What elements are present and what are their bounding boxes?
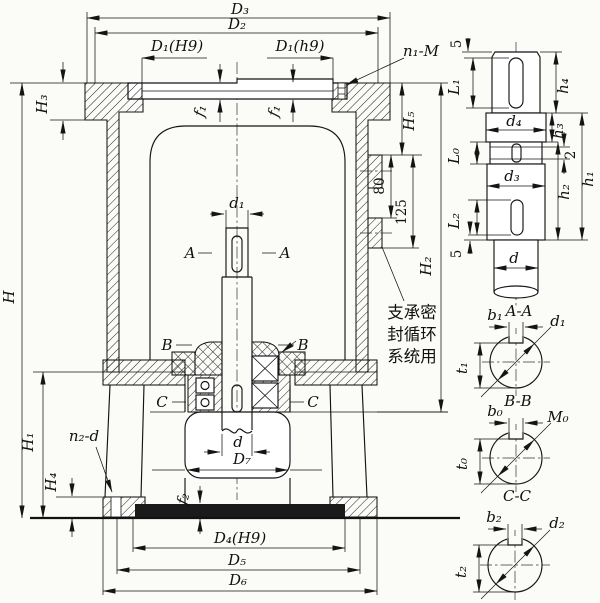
dim-d2: d₂ (549, 514, 565, 532)
shaft-detail-view: 5 L₁ h₄ d₄ h₃ L₀ 2 d₃ (445, 38, 597, 306)
dim-b1: b₁ (487, 306, 503, 324)
dim-D3: D₃ (230, 0, 249, 18)
right-side-dimensions: H₅ 80 125 H₂ 支承密 封循环 系统用 (372, 82, 448, 413)
mid-flange-right (294, 359, 378, 386)
keyway-notch-mask (507, 536, 523, 545)
dim-h1: h₁ (579, 171, 597, 187)
dim-5-bottom: 5 (449, 250, 465, 259)
section-b-right-label: B (296, 336, 308, 354)
section-view-b-b: B-B b₀ M₀ t₀ (453, 392, 569, 494)
note-line-1: 支承密 (387, 303, 437, 322)
dim-D6: D₆ (228, 571, 247, 589)
dim-H3: H₃ (33, 94, 51, 114)
keyway-section-views: A-A b₁ d₁ t₁ B-B (452, 302, 569, 600)
dim-H: H (0, 290, 18, 305)
shaft-seals (195, 377, 215, 411)
dim-80: 80 (372, 177, 388, 194)
foundation-bolt-hole (110, 496, 122, 518)
rolling-bearing (251, 355, 279, 409)
dim-f1-left: f₁ (190, 103, 211, 120)
inner-cavity-outline (149, 125, 346, 360)
dim-5-top: 5 (449, 40, 465, 49)
shaft-lower-keyway (510, 199, 524, 236)
bottom-spigot (135, 504, 345, 517)
right-wall-bosses (360, 154, 392, 249)
cover-bolt-hole (337, 82, 346, 100)
section-c-left-label: C (156, 393, 168, 411)
dim-H5: H₅ (400, 111, 418, 131)
dim-b0: b₀ (487, 402, 503, 420)
dim-L0: L₀ (445, 148, 463, 165)
main-sectional-view: A A B B C C D₃ D₂ D₁(H9) (0, 0, 460, 595)
section-c-right-label: C (307, 393, 319, 411)
dim-D2: D₂ (227, 15, 246, 33)
shaft-top-journal (491, 51, 541, 114)
section-a-left-label: A (183, 244, 196, 262)
dim-d3: d₃ (504, 167, 520, 185)
dim-M0: M₀ (546, 408, 568, 426)
housing-left-wall-section (84, 82, 144, 373)
shaft-top-keyway (508, 57, 524, 109)
dim-D7: D₇ (232, 450, 251, 468)
dim-t2: t₂ (452, 566, 470, 578)
dim-d1-section: d₁ (550, 312, 566, 330)
dim-H1: H₁ (19, 432, 37, 452)
upper-keyway (231, 235, 243, 273)
center-dimensions: d₁ d D₇ f₂ (152, 194, 322, 534)
bottom-dimensions: D₄(H9) D₅ D₆ (102, 518, 378, 595)
dim-b2: b₂ (486, 508, 502, 526)
dim-n2-d: n₂-d (69, 427, 99, 445)
dim-d-main: d (233, 433, 243, 451)
section-view-a-a: A-A b₁ d₁ t₁ (453, 302, 566, 398)
dim-h4: h₄ (554, 78, 572, 94)
dim-D5: D₅ (227, 551, 246, 569)
dim-2: 2 (563, 151, 579, 160)
section-a-a-title: A-A (504, 302, 533, 320)
section-view-c-c: C-C b₂ d₂ t₂ (452, 487, 565, 600)
dim-D4-H9: D₄(H9) (213, 529, 267, 547)
left-dimensions: H H₃ H₁ H₄ n₂-d (0, 62, 113, 537)
shaft-dimensions: 5 L₁ h₄ d₄ h₃ L₀ 2 d₃ (445, 38, 597, 271)
lower-keyway (231, 384, 243, 413)
dim-f1-right: f₁ (264, 103, 285, 120)
dim-L1: L₁ (445, 79, 463, 96)
shaft-break-line (221, 428, 253, 434)
dim-D1-H9: D₁(H9) (150, 37, 204, 55)
dim-t0: t₀ (453, 458, 471, 470)
dim-125: 125 (394, 199, 410, 225)
shaft-end-break (493, 285, 539, 299)
lower-housing (30, 384, 460, 520)
keyway-notch-mask (508, 334, 524, 343)
dim-H2: H₂ (417, 256, 435, 276)
dim-H4: H₄ (42, 472, 60, 492)
section-b-left-label: B (160, 336, 172, 354)
dim-d1-main: d₁ (229, 194, 245, 212)
section-b-b-title: B-B (503, 392, 531, 410)
ring-groove (511, 143, 522, 163)
dim-d-shaft: d (509, 249, 519, 267)
note-line-2: 封循环 (387, 325, 437, 344)
dim-f2: f₂ (173, 491, 194, 508)
note-line-3: 系统用 (387, 347, 437, 366)
dim-h2: h₂ (555, 184, 573, 200)
shaft-groove-segment (489, 141, 543, 165)
dim-D1-h9: D₁(h9) (275, 37, 325, 55)
dim-n1-M: n₁-M (403, 42, 440, 60)
section-a-right-label: A (278, 244, 291, 262)
shaft-journal-d3 (486, 163, 546, 241)
keyway-notch-mask (508, 430, 524, 439)
section-c-c-title: C-C (503, 487, 532, 505)
dim-d4: d₄ (506, 112, 522, 130)
dim-t1: t₁ (453, 362, 471, 374)
top-dimensions: D₃ D₂ D₁(H9) D₁(h9) f₁ f₁ n₁-M (86, 0, 440, 122)
dim-L2: L₂ (445, 213, 463, 230)
section-cut-markers: A A B B C C (156, 244, 319, 411)
main-shaft (221, 227, 253, 434)
